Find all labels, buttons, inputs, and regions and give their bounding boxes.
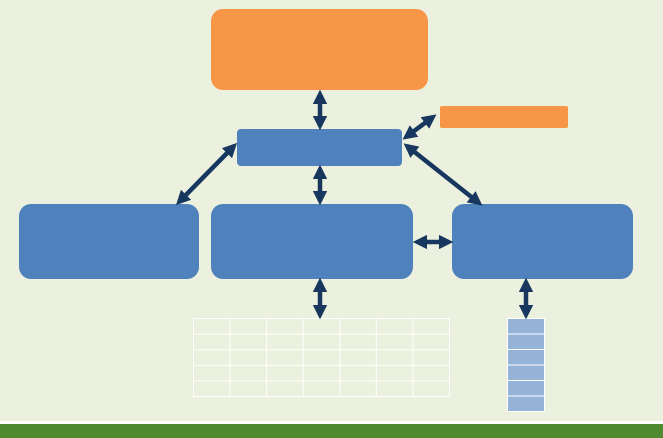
middle-box: [211, 204, 413, 279]
footer-bar: [0, 424, 663, 438]
hub-box: [237, 129, 402, 166]
stack-cell: [507, 395, 545, 412]
top-box: [211, 9, 428, 90]
arrow-hub-left: [175, 142, 238, 206]
arrow-hub-right: [403, 143, 483, 206]
footer-divider: [0, 421, 663, 424]
arrow-hub-tag: [402, 114, 437, 140]
right-box: [452, 204, 633, 279]
data-table-grid: [193, 318, 450, 397]
stack-column: [507, 318, 545, 412]
left-box: [19, 204, 199, 279]
side-tag-box: [440, 106, 568, 128]
